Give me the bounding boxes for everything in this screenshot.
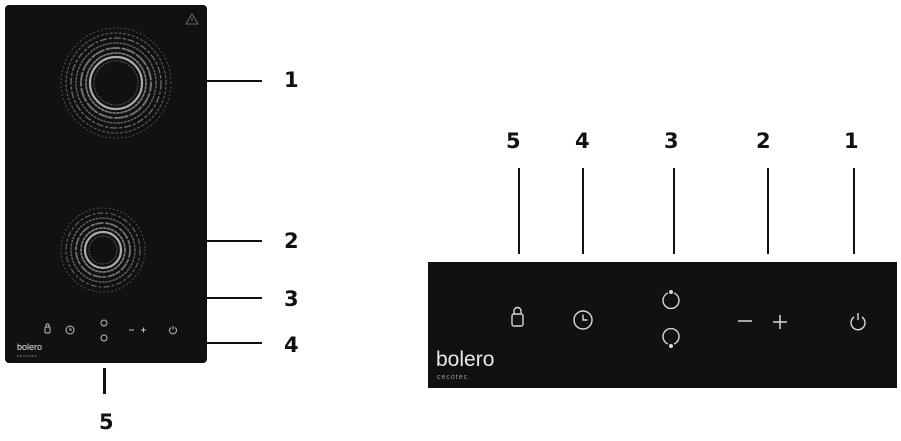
panel-callout-line-3 [673,168,675,254]
callout-line-4 [207,342,262,344]
callout-number-3: 3 [284,287,299,311]
zone-select-rear-icon[interactable] [660,325,682,351]
callout-number-2: 2 [284,229,299,253]
panel-callout-line-1 [853,168,855,254]
callout-line-2 [160,240,262,242]
callout-line-3 [207,297,262,299]
panel-sub-brand: cecotec [437,374,469,381]
left-hob-sub-brand: cecotec [17,353,38,358]
panel-callout-number-1: 1 [844,129,859,153]
callout-line-1 [178,80,262,82]
panel-callout-number-4: 4 [575,129,590,153]
callout-number-5: 5 [99,410,114,434]
zone-select-front-icon[interactable] [660,288,682,312]
panel-callout-line-4 [582,168,584,254]
panel-callout-number-5: 5 [506,129,521,153]
control-panel: bolero cecotec [428,262,897,388]
panel-brand: bolero [436,348,495,371]
panel-callout-number-3: 3 [664,129,679,153]
cooktop-left-view [5,5,207,363]
callout-number-4: 4 [284,333,299,357]
timer-icon[interactable] [571,308,595,332]
plus-icon[interactable] [772,314,788,330]
minus-icon[interactable] [737,314,753,328]
cooking-zone-small [60,207,146,293]
left-hob-brand: bolero [17,342,43,352]
panel-callout-number-2: 2 [756,129,771,153]
callout-number-1: 1 [284,68,299,92]
panel-callout-line-2 [767,168,769,254]
warning-icon [185,13,199,25]
panel-callout-line-5 [518,168,520,254]
cooking-zone-large [60,27,172,139]
callout-line-5 [103,368,106,394]
power-icon[interactable] [847,310,869,332]
left-hob-control-strip [44,319,177,342]
lock-icon[interactable] [510,304,526,328]
